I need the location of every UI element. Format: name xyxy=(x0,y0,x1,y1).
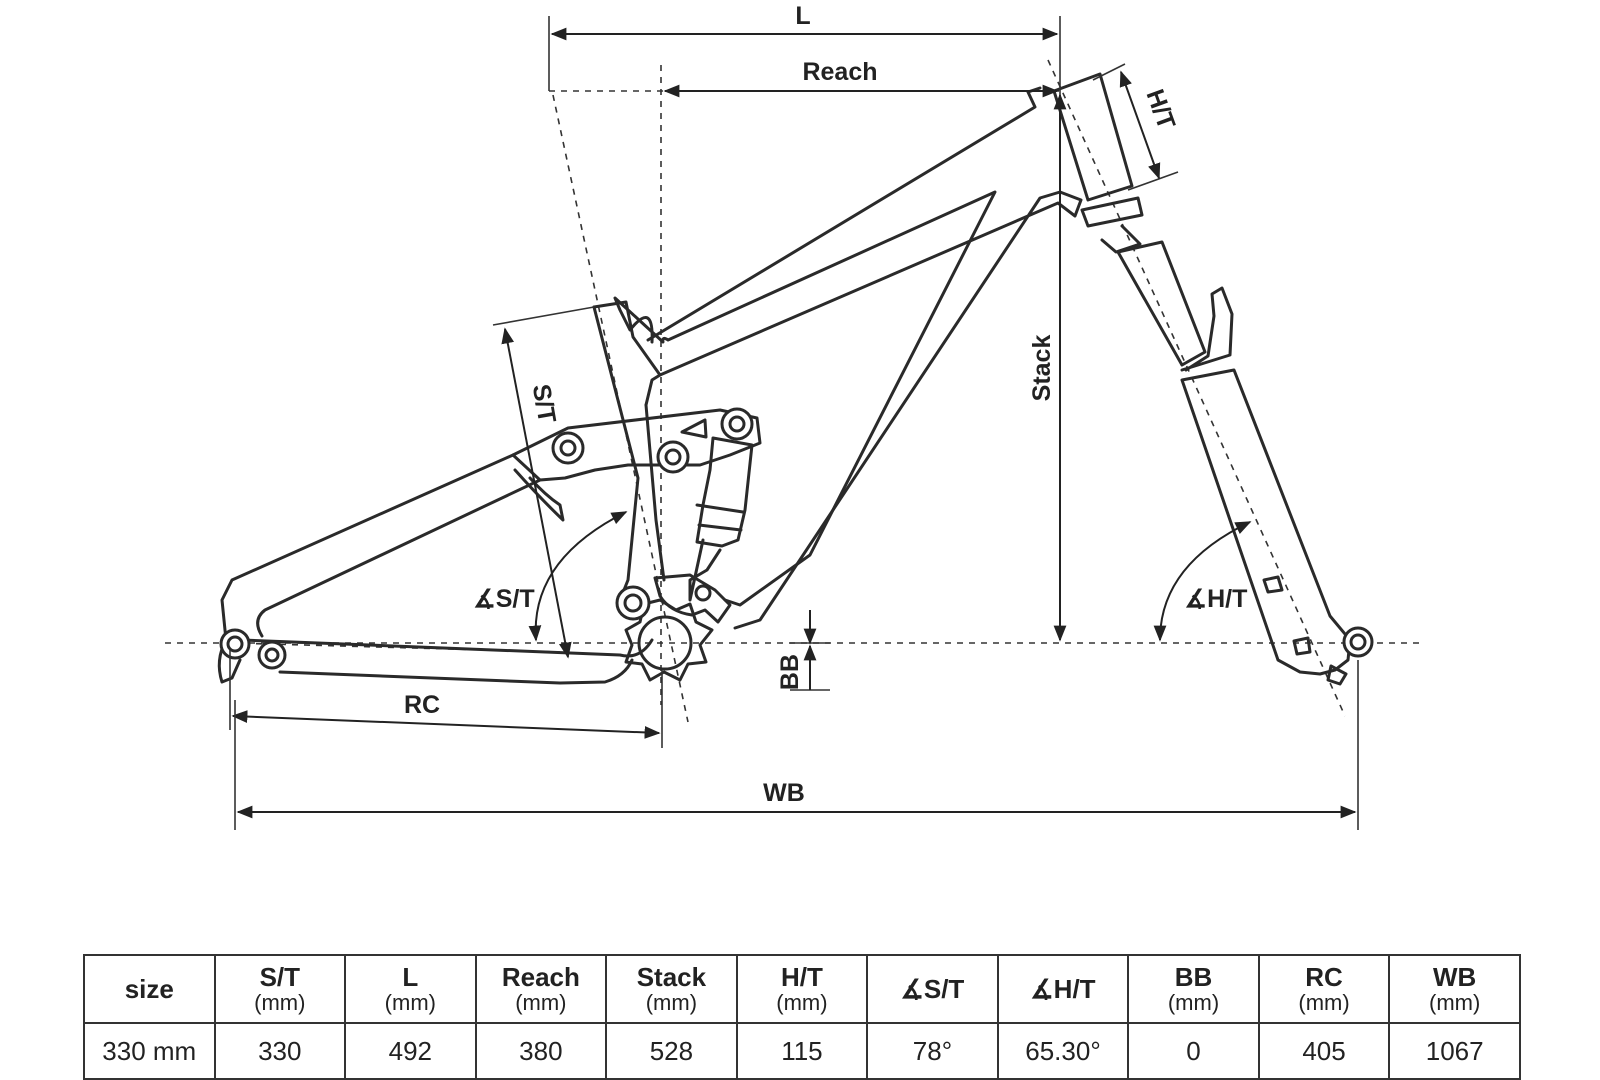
top-tube xyxy=(646,86,1042,342)
cell-ht-angle: 65.30° xyxy=(996,1022,1130,1080)
fork-stanchion xyxy=(1116,240,1207,367)
cell-bb: 0 xyxy=(1127,1022,1260,1080)
reference-lines xyxy=(165,59,1420,723)
header-size: size xyxy=(83,954,216,1024)
bottom-bracket-shell xyxy=(624,598,714,682)
header-wb: WB(mm) xyxy=(1388,954,1521,1024)
pivot-points xyxy=(219,407,1374,670)
header-bb: BB(mm) xyxy=(1127,954,1260,1024)
chain-stay xyxy=(240,638,654,685)
label-stack: Stack xyxy=(1028,335,1056,402)
cell-ht: 115 xyxy=(735,1022,869,1080)
label-bb: BB xyxy=(776,654,804,690)
cell-st-angle: 78° xyxy=(866,1022,999,1080)
lower-link xyxy=(653,573,732,624)
header-ht-angle: ∡H/T xyxy=(996,954,1130,1024)
seat-tube-lower xyxy=(592,305,666,602)
rear-shock xyxy=(695,436,754,548)
fork-lower xyxy=(1180,286,1352,676)
cell-wb: 1067 xyxy=(1388,1022,1521,1080)
label-ht: H/T xyxy=(1140,86,1180,133)
seat-tube xyxy=(592,300,662,407)
cell-size: 330 mm xyxy=(83,1022,216,1080)
label-rc: RC xyxy=(404,691,440,719)
geometry-table: size S/T(mm) L(mm) Reach(mm) Stack(mm) H… xyxy=(83,954,1521,1080)
cell-rc: 405 xyxy=(1257,1022,1391,1080)
label-st-angle: ∡S/T xyxy=(473,585,534,613)
header-stack: Stack(mm) xyxy=(605,954,738,1024)
header-ht: H/T(mm) xyxy=(735,954,869,1024)
table-row: 330 mm 330 492 380 528 115 78° 65.30° 0 … xyxy=(83,1022,1521,1080)
cell-reach: 380 xyxy=(474,1022,608,1080)
table-header-row: size S/T(mm) L(mm) Reach(mm) Stack(mm) H… xyxy=(83,954,1521,1024)
seat-stay xyxy=(220,453,542,642)
cell-st: 330 xyxy=(213,1022,347,1080)
bike-geometry-diagram: L Reach H/T Stack S/T ∡S/T ∡H/T BB RC WB xyxy=(165,2,1420,830)
dimension-labels: L Reach H/T Stack S/T ∡S/T ∡H/T BB RC WB xyxy=(404,2,1247,807)
frame-cutout xyxy=(613,190,997,607)
label-l: L xyxy=(795,2,810,30)
bottom-bracket xyxy=(637,615,693,671)
cell-l: 492 xyxy=(344,1022,477,1080)
label-st: S/T xyxy=(527,382,561,425)
label-ht-angle: ∡H/T xyxy=(1185,585,1248,613)
header-rc: RC(mm) xyxy=(1257,954,1391,1024)
headset xyxy=(1080,196,1144,254)
dimension-lines xyxy=(229,16,1359,830)
fork-tabs xyxy=(1262,575,1348,686)
header-st-angle: ∡S/T xyxy=(866,954,999,1024)
rocker-cutout xyxy=(680,418,708,439)
head-tube xyxy=(1052,72,1134,202)
header-reach: Reach(mm) xyxy=(474,954,608,1024)
header-st: S/T(mm) xyxy=(213,954,347,1024)
header-l: L(mm) xyxy=(344,954,477,1024)
label-wb: WB xyxy=(763,779,805,807)
shock-lower xyxy=(688,503,745,602)
cell-stack: 528 xyxy=(605,1022,738,1080)
label-reach: Reach xyxy=(802,58,877,86)
